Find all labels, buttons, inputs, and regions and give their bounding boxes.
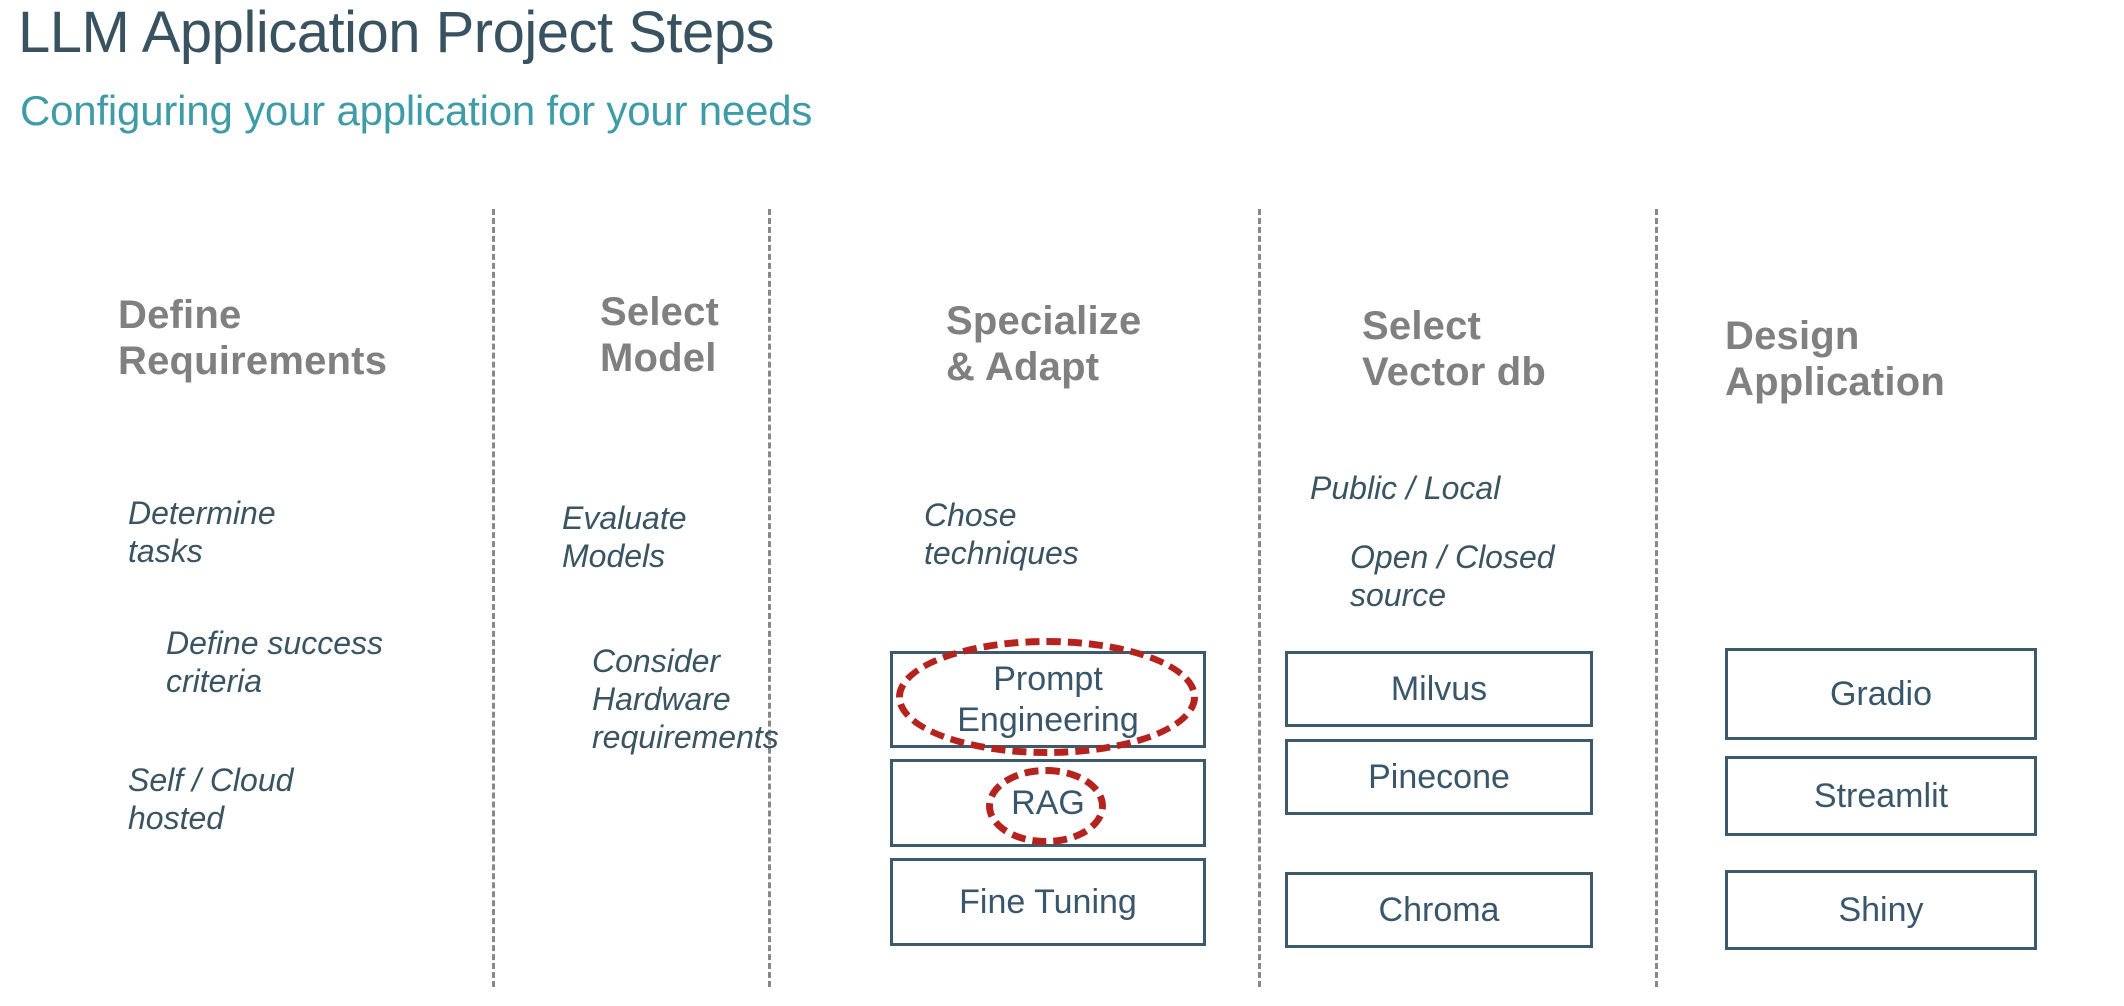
column-divider-1 bbox=[492, 209, 495, 987]
column-select-model: Select Model Evaluate Models Consider Ha… bbox=[492, 0, 779, 1006]
column-divider-2 bbox=[768, 209, 771, 987]
column-heading-define-requirements: Define Requirements bbox=[118, 293, 388, 384]
bullet-public-local: Public / Local bbox=[1310, 470, 1501, 506]
bullet-open-closed-source: Open / Closed source bbox=[1350, 539, 1555, 613]
column-heading-specialize-adapt: Specialize & Adapt bbox=[946, 299, 1142, 390]
column-select-vector-db: Select Vector db Public / Local Open / C… bbox=[1258, 0, 1655, 1006]
vector-db-box-chroma[interactable]: Chroma bbox=[1285, 872, 1593, 948]
vector-db-box-pinecone[interactable]: Pinecone bbox=[1285, 739, 1593, 815]
column-divider-3 bbox=[1258, 209, 1261, 987]
app-framework-box-gradio[interactable]: Gradio bbox=[1725, 648, 2037, 740]
page-title: LLM Application Project Steps bbox=[18, 0, 775, 65]
app-framework-box-shiny[interactable]: Shiny bbox=[1725, 870, 2037, 950]
column-design-application: Design Application Gradio Streamlit Shin… bbox=[1655, 0, 2124, 1006]
bullet-evaluate-models: Evaluate Models bbox=[562, 500, 687, 574]
column-specialize-adapt: Specialize & Adapt Chose techniques Prom… bbox=[768, 0, 1258, 1006]
app-framework-box-streamlit[interactable]: Streamlit bbox=[1725, 756, 2037, 836]
page-subtitle: Configuring your application for your ne… bbox=[20, 87, 813, 134]
column-heading-design-application: Design Application bbox=[1725, 314, 1945, 405]
bullet-self-cloud-hosted: Self / Cloud hosted bbox=[128, 762, 294, 836]
bullet-chose-techniques: Chose techniques bbox=[924, 497, 1079, 571]
column-heading-select-vector-db: Select Vector db bbox=[1362, 304, 1547, 395]
technique-box-fine-tuning[interactable]: Fine Tuning bbox=[890, 858, 1206, 946]
technique-box-rag[interactable]: RAG bbox=[890, 759, 1206, 847]
bullet-determine-tasks: Determine tasks bbox=[128, 495, 276, 569]
bullet-consider-hardware-requirements: Consider Hardware requirements bbox=[592, 643, 779, 755]
column-divider-4 bbox=[1655, 209, 1658, 987]
column-heading-select-model: Select Model bbox=[600, 290, 720, 381]
column-define-requirements: Define Requirements Determine tasks Defi… bbox=[0, 0, 492, 1006]
vector-db-box-milvus[interactable]: Milvus bbox=[1285, 651, 1593, 727]
technique-box-prompt-engineering[interactable]: Prompt Engineering bbox=[890, 651, 1206, 748]
bullet-define-success-criteria: Define success criteria bbox=[166, 625, 383, 699]
